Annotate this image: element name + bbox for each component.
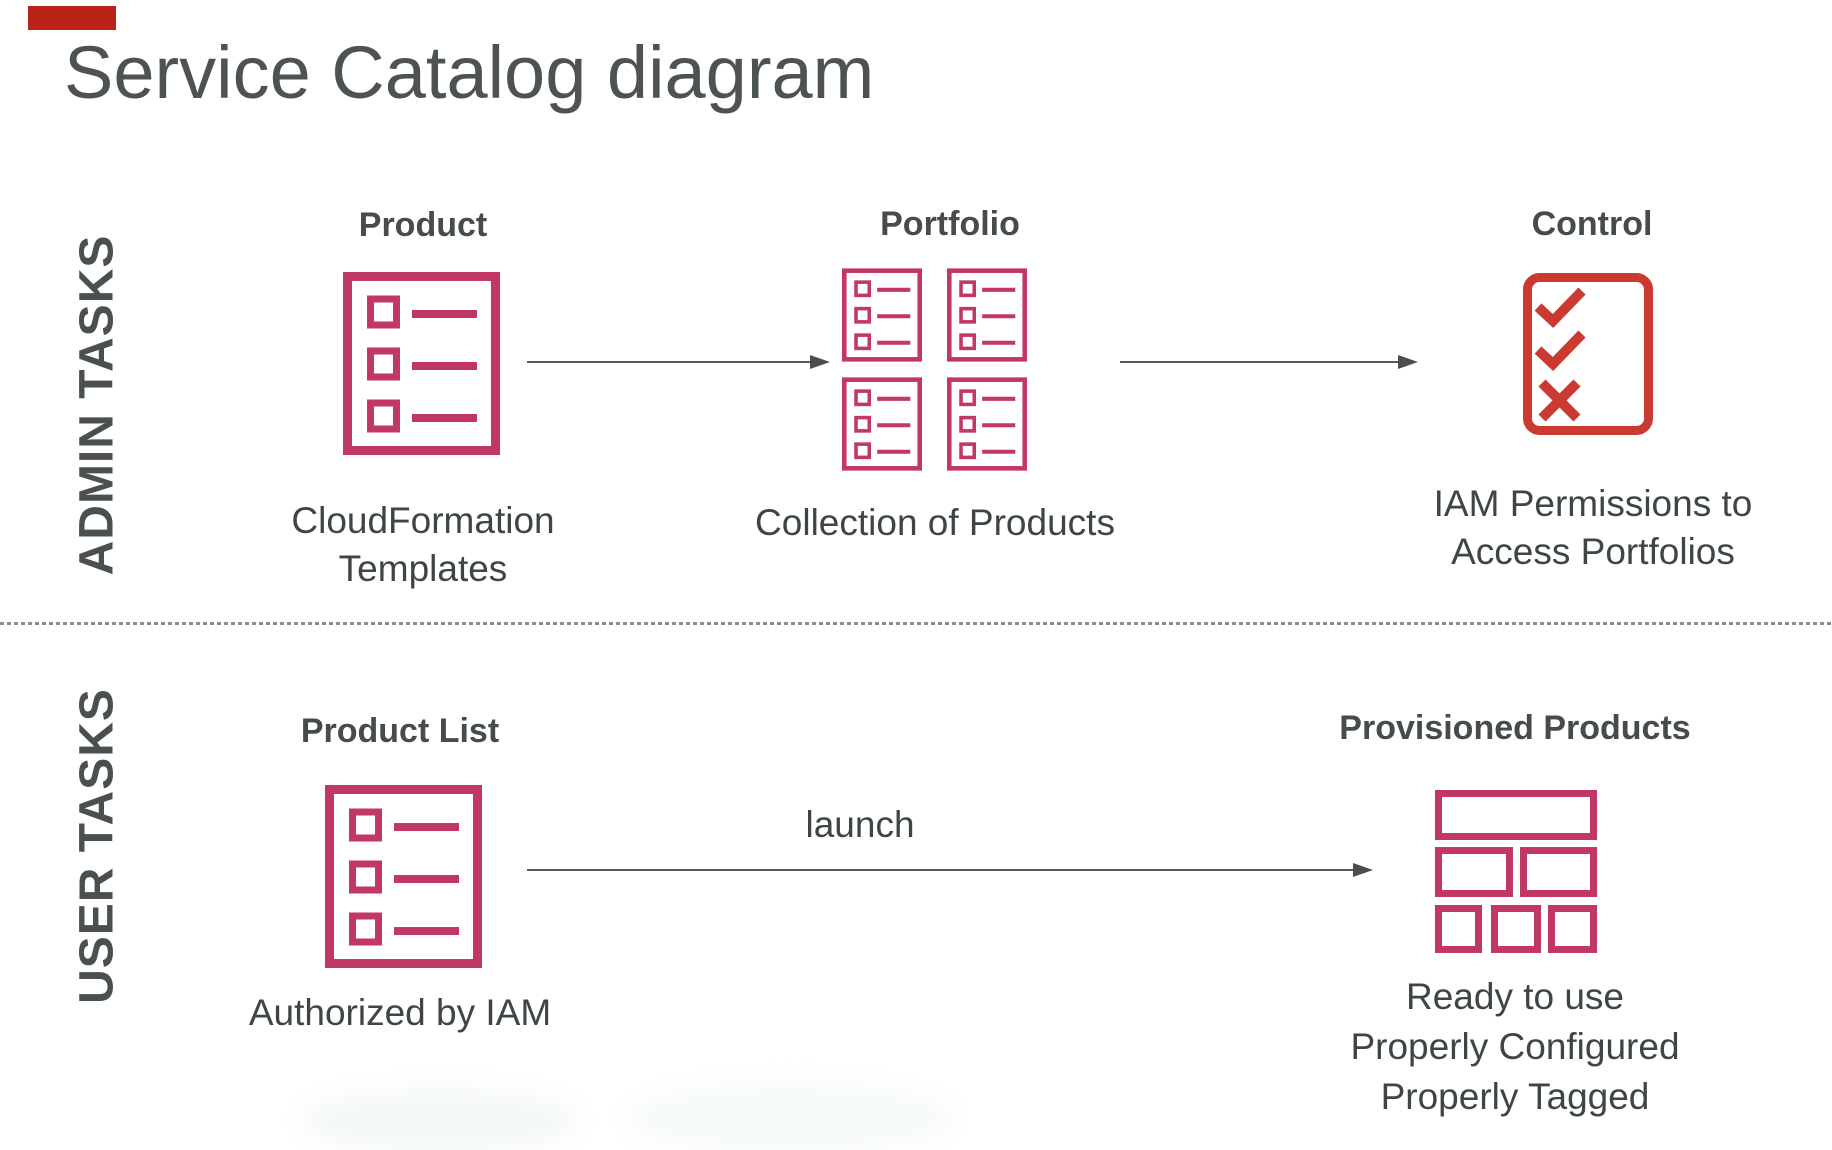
portfolio-list-document-icon [842,268,922,362]
background-smudge [300,1088,580,1150]
control-heading: Control [1531,205,1653,243]
slide-accent-bar [28,6,116,30]
control-caption-line2: Access Portfolios [1451,531,1735,572]
arrow-launch [527,863,1373,877]
arrowhead-icon [1398,355,1418,369]
arrow-portfolio-to-control [1120,355,1418,369]
control-caption: IAM Permissions to Access Portfolios [1434,480,1753,576]
arrow-product-to-portfolio [527,355,830,369]
portfolio-list-document-icon [947,377,1027,471]
admin-tasks-lane-label: ADMIN TASKS [70,234,124,576]
product-list-document-icon [343,272,500,455]
control-checklist-icon [1523,273,1653,435]
product-heading: Product [358,206,488,244]
provisioned-caption-line2: Properly Configured [1350,1026,1680,1067]
arrow-shaft [527,361,810,363]
portfolio-heading: Portfolio [880,205,1020,243]
background-smudge [625,1082,955,1150]
launch-arrow-label: launch [805,804,915,845]
product-list-heading: Product List [300,712,500,750]
product-list-caption: Authorized by IAM [248,992,552,1033]
provisioned-products-heading: Provisioned Products [1339,709,1691,747]
arrowhead-icon [810,355,830,369]
provisioned-products-caption: Ready to use Properly Configured Properl… [1350,972,1679,1122]
portfolio-list-document-icon [947,268,1027,362]
control-caption-line1: IAM Permissions to [1433,483,1753,524]
provisioned-caption-line3: Properly Tagged [1380,1076,1650,1117]
user-tasks-lane-label: USER TASKS [70,688,124,1004]
arrowhead-icon [1353,863,1373,877]
arrow-shaft [1120,361,1398,363]
portfolio-grid-icon [842,268,1027,471]
page-title: Service Catalog diagram [64,31,875,114]
lane-divider [0,622,1832,625]
product-list-document-icon [325,785,482,968]
arrow-shaft [527,869,1353,871]
product-caption-line1: CloudFormation [291,500,555,541]
product-caption-line2: Templates [338,548,508,589]
provisioned-caption-line1: Ready to use [1405,976,1625,1017]
product-caption: CloudFormation Templates [291,497,554,593]
provisioned-products-brick-grid-icon [1435,790,1597,953]
portfolio-caption: Collection of Products [755,502,1115,543]
portfolio-list-document-icon [842,377,922,471]
